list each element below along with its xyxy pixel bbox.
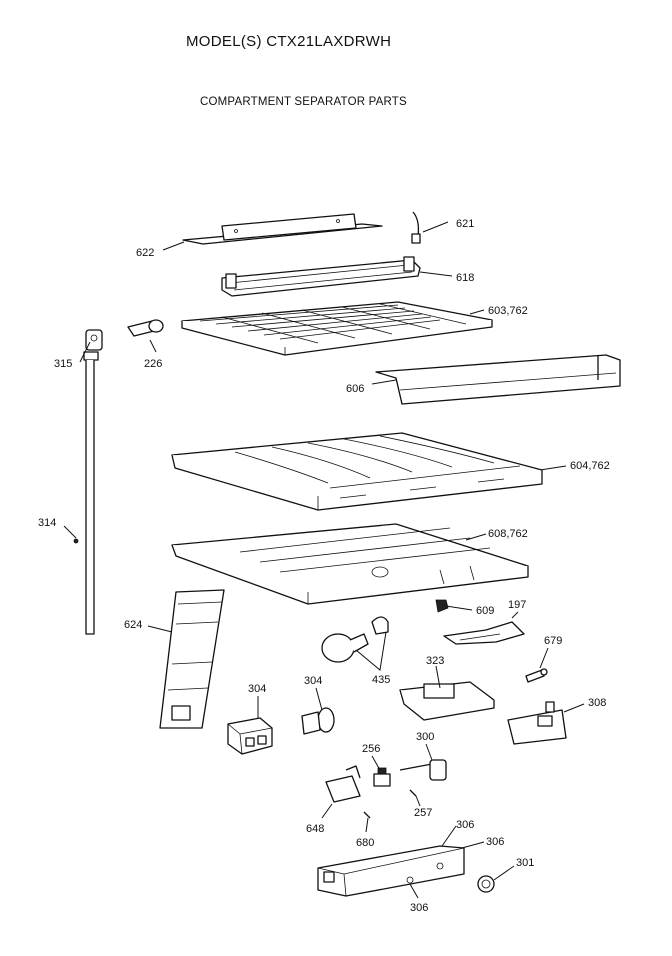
part-197-strip — [443, 621, 525, 645]
part-323-housing — [399, 681, 495, 721]
part-labels: 621 622 618 603,762 315 226 606 604,762 … — [38, 218, 610, 914]
part-622-cover — [182, 213, 383, 245]
label-621: 621 — [456, 218, 474, 230]
part-257-screw — [409, 789, 417, 797]
part-648-thermostat — [325, 765, 361, 803]
part-609-clip — [435, 599, 449, 613]
label-648: 648 — [306, 823, 324, 835]
label-256: 256 — [362, 743, 380, 755]
part-306-control-bracket — [317, 845, 465, 897]
label-624: 624 — [124, 619, 142, 631]
label-306-top: 306 — [456, 819, 474, 831]
label-304-right: 304 — [304, 675, 322, 687]
part-604-separator-top — [171, 432, 543, 511]
label-323: 323 — [426, 655, 444, 667]
label-300: 300 — [416, 731, 434, 743]
part-226-clip — [127, 319, 164, 337]
label-680: 680 — [356, 837, 374, 849]
part-301-knob — [477, 875, 495, 893]
model-title: MODEL(S) CTX21LAXDRWH — [186, 33, 392, 50]
part-304-relay — [227, 717, 273, 755]
label-435: 435 — [372, 674, 390, 686]
part-618-damper — [221, 256, 421, 297]
label-603: 603,762 — [488, 305, 528, 317]
part-308-bracket — [507, 701, 567, 745]
part-680-screw — [363, 811, 371, 819]
label-622: 622 — [136, 247, 154, 259]
label-226: 226 — [144, 358, 162, 370]
label-306-right: 306 — [486, 836, 504, 848]
part-606-rail — [375, 354, 621, 405]
part-679-screw — [525, 668, 548, 683]
part-300-heater — [399, 759, 447, 781]
label-679: 679 — [544, 635, 562, 647]
label-618: 618 — [456, 272, 474, 284]
label-197: 197 — [508, 599, 526, 611]
part-435-bulb — [321, 616, 389, 663]
label-608: 608,762 — [488, 528, 528, 540]
label-308: 308 — [588, 697, 606, 709]
leader-lines — [63, 221, 585, 899]
part-315-rod-bracket — [83, 329, 103, 361]
label-314: 314 — [38, 517, 56, 529]
label-315: 315 — [54, 358, 72, 370]
label-606: 606 — [346, 383, 364, 395]
label-257: 257 — [414, 807, 432, 819]
part-304-timer — [301, 707, 335, 735]
label-301: 301 — [516, 857, 534, 869]
part-314-rod — [73, 360, 95, 635]
label-609: 609 — [476, 605, 494, 617]
part-256-switch — [373, 767, 391, 787]
label-604: 604,762 — [570, 460, 610, 472]
part-621-capillary — [411, 211, 421, 244]
label-304-left: 304 — [248, 683, 266, 695]
label-306-bottom: 306 — [410, 902, 428, 914]
section-title: COMPARTMENT SEPARATOR PARTS — [200, 96, 407, 108]
part-624-duct — [159, 589, 225, 729]
part-608-separator-bottom — [171, 523, 529, 605]
part-603-shelf — [181, 301, 493, 356]
